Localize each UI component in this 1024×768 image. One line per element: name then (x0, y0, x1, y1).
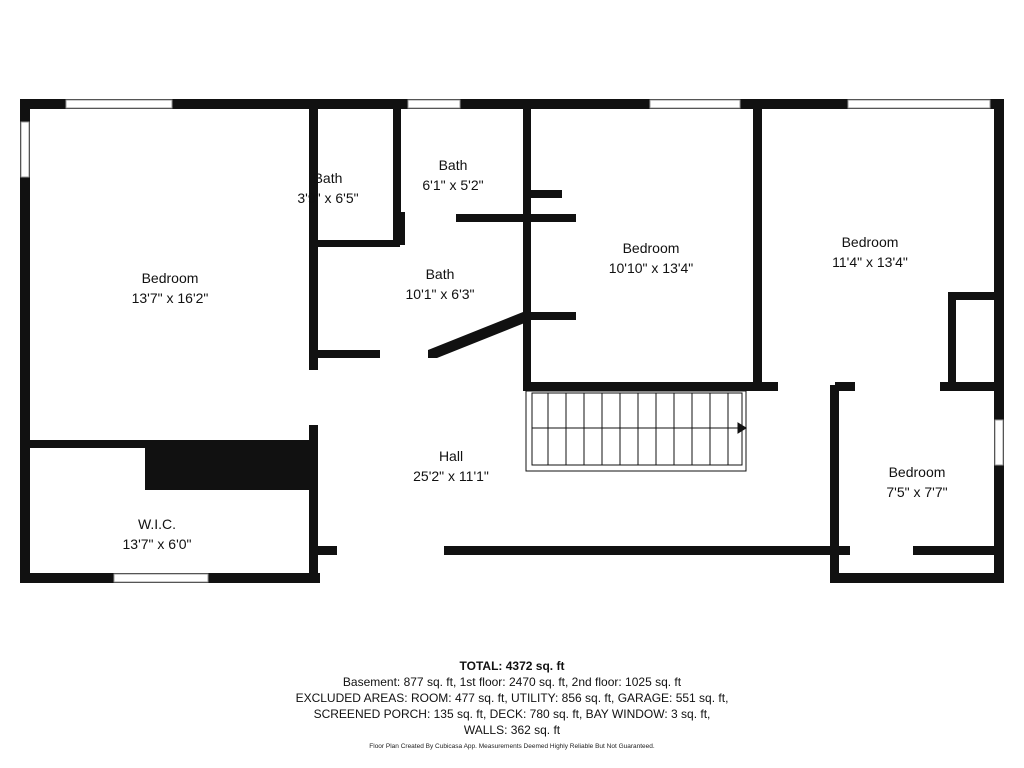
room-dims: 13'7" x 16'2" (131, 290, 209, 306)
room-dims: 13'7" x 6'0" (122, 536, 192, 552)
room-name: Bath (313, 170, 343, 186)
room-dims: 3'9" x 6'5" (297, 190, 359, 206)
credit-note: Floor Plan Created By Cubicasa App. Meas… (369, 743, 655, 750)
room-label-bedroom-2: Bedroom 10'10" x 13'4" (609, 238, 694, 278)
room-name: Bedroom (841, 234, 899, 250)
room-label-hall: Hall 25'2" x 11'1" (413, 446, 489, 486)
excluded-areas-line2: SCREENED PORCH: 135 sq. ft, DECK: 780 sq… (313, 707, 711, 721)
room-label-bath-2: Bath 6'1" x 5'2" (422, 155, 483, 195)
room-dims: 25'2" x 11'1" (413, 468, 489, 484)
room-label-bedroom-4: Bedroom 7'5" x 7'7" (886, 462, 947, 502)
exterior-walls (20, 99, 1004, 583)
room-label-bedroom-3: Bedroom 11'4" x 13'4" (832, 232, 908, 272)
stairs (525, 390, 747, 472)
room-label-bath-1: Bath 3'9" x 6'5" (297, 168, 358, 208)
windows (20, 99, 1004, 583)
room-dims: 11'4" x 13'4" (832, 254, 908, 270)
room-name: Bedroom (622, 240, 680, 256)
room-name: Bath (438, 157, 468, 173)
room-name: Bath (425, 266, 455, 282)
room-dims: 10'10" x 13'4" (608, 260, 694, 276)
room-name: Bedroom (141, 270, 199, 286)
room-dims: 10'1" x 6'3" (405, 286, 475, 302)
area-summary: TOTAL: 4372 sq. ft Basement: 877 sq. ft,… (0, 658, 1024, 738)
room-label-bath-3: Bath 10'1" x 6'3" (406, 264, 475, 304)
interior-walls (25, 105, 1000, 580)
room-name: Bedroom (888, 464, 946, 480)
room-dims: 6'1" x 5'2" (422, 177, 484, 193)
room-label-wic: W.I.C. 13'7" x 6'0" (123, 514, 192, 554)
room-label-bedroom-1: Bedroom 13'7" x 16'2" (132, 268, 209, 308)
excluded-areas-line1: EXCLUDED AREAS: ROOM: 477 sq. ft, UTILIT… (295, 691, 729, 705)
room-name: W.I.C. (137, 516, 177, 532)
floor-breakdown: Basement: 877 sq. ft, 1st floor: 2470 sq… (342, 675, 682, 689)
room-dims: 7'5" x 7'7" (886, 484, 948, 500)
excluded-areas-line3: WALLS: 362 sq. ft (463, 723, 561, 737)
total-area: TOTAL: 4372 sq. ft (459, 659, 565, 673)
room-name: Hall (438, 448, 464, 464)
